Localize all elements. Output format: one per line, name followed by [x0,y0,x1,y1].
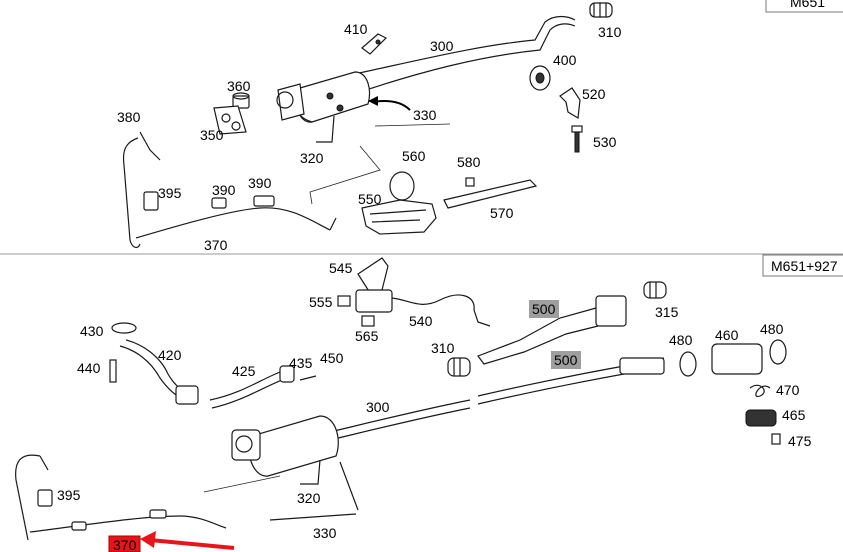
callout-395: 395 [57,487,81,503]
callout-450: 450 [320,350,344,366]
callout-480: 480 [669,332,693,348]
sensor-cable-540 [391,294,491,327]
callout-390: 390 [248,175,272,191]
callout-370-selected[interactable]: 370 [108,535,141,552]
spring-470 [749,384,771,398]
bracket-395-top [143,191,159,211]
variant-label-m651-927: M651+927 [762,254,843,277]
clamp-310-top [589,2,613,18]
rubber-mount-400 [529,65,551,91]
callout-320: 320 [300,150,324,166]
sensor-320-top [316,115,335,143]
callout-300: 300 [366,399,390,415]
callout-555: 555 [309,294,333,310]
callout-300: 300 [430,38,454,54]
callout-500: 500 [554,352,578,368]
pipe-425 [209,371,283,409]
callout-500: 500 [532,301,556,317]
callout-560: 560 [402,148,426,164]
red-pointer-arrow [140,531,235,550]
muffler-500-upper [595,295,627,327]
callout-310: 310 [598,24,622,40]
callout-480: 480 [760,321,784,337]
bolt-450 [299,375,317,381]
stud-440 [109,359,117,383]
bolt-530 [571,125,583,153]
rear-pipe-500 [477,357,665,405]
nut-360 [232,92,250,109]
svg-text:M651+927: M651+927 [771,258,838,274]
callout-370: 370 [204,237,228,253]
seal-ring-560 [389,171,415,201]
callout-330: 330 [313,525,337,541]
nut-565 [361,315,375,327]
callout-395: 395 [158,185,182,201]
silencer-460 [711,343,763,375]
callout-565: 565 [355,328,379,344]
clamp-315 [643,281,667,299]
svg-text:M651: M651 [790,0,825,10]
callout-330: 330 [413,107,437,123]
callout-500-upper-highlight[interactable]: 500 [529,300,559,318]
bracket-520 [559,87,581,119]
callout-350: 350 [200,127,224,143]
callout-500-lower-highlight[interactable]: 500 [551,351,581,369]
callout-540: 540 [409,313,433,329]
pressure-sensor-housing [355,289,393,313]
inlet-flange-top [277,83,305,121]
callout-470: 470 [776,382,800,398]
heat-shield-550 [361,199,437,235]
callout-380: 380 [117,109,141,125]
variant-label-m651: M651 [765,0,843,13]
callout-570: 570 [490,205,514,221]
callout-315: 315 [655,304,679,320]
top-callouts: 410 300 310 400 360 520 380 350 330 530 … [117,21,622,253]
callout-435: 435 [289,355,313,371]
callout-360: 360 [227,78,251,94]
bolt-580 [465,177,475,187]
mount-465 [745,409,777,427]
callout-465: 465 [782,407,806,423]
nut-555 [337,295,351,307]
clamp-480a [679,351,697,377]
bolt-475 [771,433,781,445]
clamp-480b [769,339,787,365]
callout-420: 420 [158,347,182,363]
callout-370: 370 [113,537,137,552]
callout-320: 320 [297,490,321,506]
callout-425: 425 [232,363,256,379]
callout-460: 460 [715,327,739,343]
hose-380 [122,131,161,249]
callout-390: 390 [212,182,236,198]
gasket-430 [111,322,137,334]
callout-310: 310 [431,340,455,356]
particulate-filter-bottom [248,415,339,477]
exhaust-pipe-300-top [349,15,576,93]
callout-530: 530 [593,134,617,150]
callout-475: 475 [788,433,812,449]
sensor-320-bottom [300,459,321,485]
callout-545: 545 [329,260,353,276]
clamp-435 [279,365,295,383]
callout-550: 550 [358,191,382,207]
callout-580: 580 [457,154,481,170]
bracket-395-bottom [37,489,53,507]
callout-520: 520 [582,86,606,102]
callout-400: 400 [553,52,577,68]
gasket-350 [213,105,247,135]
strap-330-bottom [269,461,359,521]
exhaust-pipe-300-bottom [329,399,471,441]
callout-410: 410 [344,21,368,37]
top-section-parts [122,2,613,249]
clamp-310-bottom [447,357,471,377]
bracket-410 [361,33,388,55]
callout-440: 440 [77,360,101,376]
pipe-370-top [135,207,337,239]
callout-430: 430 [80,323,104,339]
bottom-callouts: 545 555 500 315 540 565 430 480 460 480 … [57,260,812,552]
strap-570 [443,179,538,209]
bottom-section-parts [15,257,787,541]
